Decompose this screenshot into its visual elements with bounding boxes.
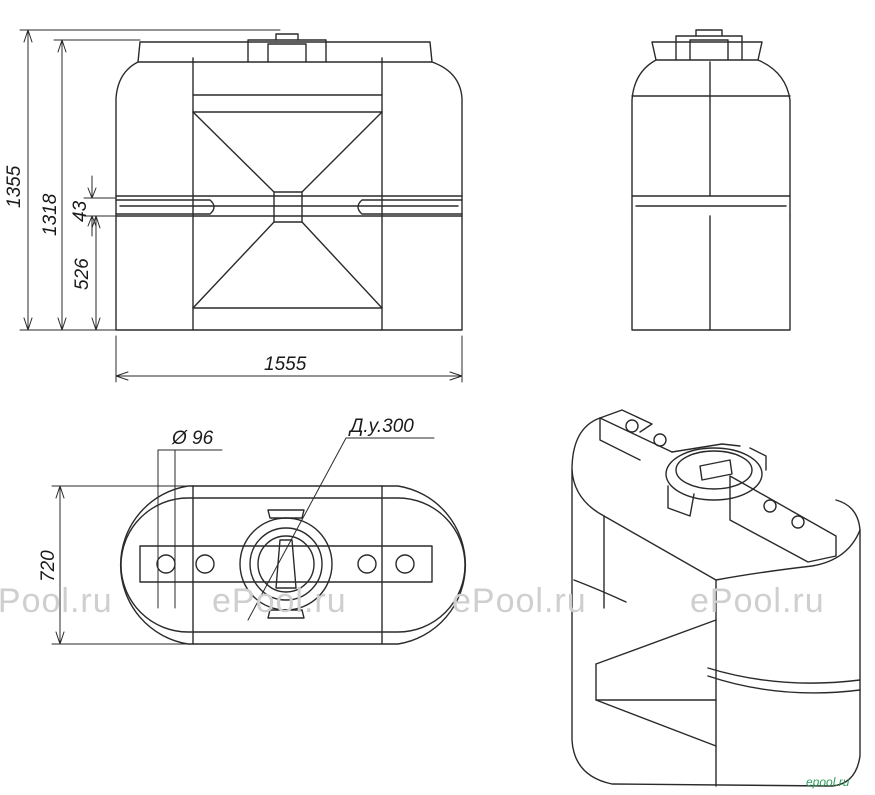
dim-hole-diameter: Ø 96 (171, 428, 214, 449)
watermark-text: ePool.ru (0, 582, 113, 620)
side-view (631, 29, 791, 331)
watermark-text: ePool.ru (690, 582, 825, 620)
top-dimension-lines (51, 437, 435, 645)
dim-length: 1555 (264, 354, 307, 375)
isometric-view (571, 409, 861, 787)
watermark-text: ePool.ru (212, 582, 347, 620)
watermarks: ePool.ru ePool.ru ePool.ru ePool.ru epoo… (0, 582, 850, 789)
dim-fill-height: 1318 (40, 193, 61, 236)
dim-width: 720 (38, 550, 59, 582)
corner-watermark: epool.ru (806, 775, 850, 789)
front-dimension-lines (19, 29, 463, 383)
dimension-labels: 1355 1318 43 526 1555 720 Ø 96 Д.у.300 (4, 165, 414, 582)
watermark-text: ePool.ru (452, 582, 587, 620)
front-view (115, 33, 463, 331)
dim-groove-height: 43 (70, 200, 91, 222)
dim-lower-section: 526 (72, 258, 93, 290)
top-view (119, 485, 467, 645)
dim-overall-height: 1355 (4, 165, 25, 208)
dim-neck-nominal: Д.у.300 (348, 416, 414, 437)
neck-lid (247, 39, 327, 63)
